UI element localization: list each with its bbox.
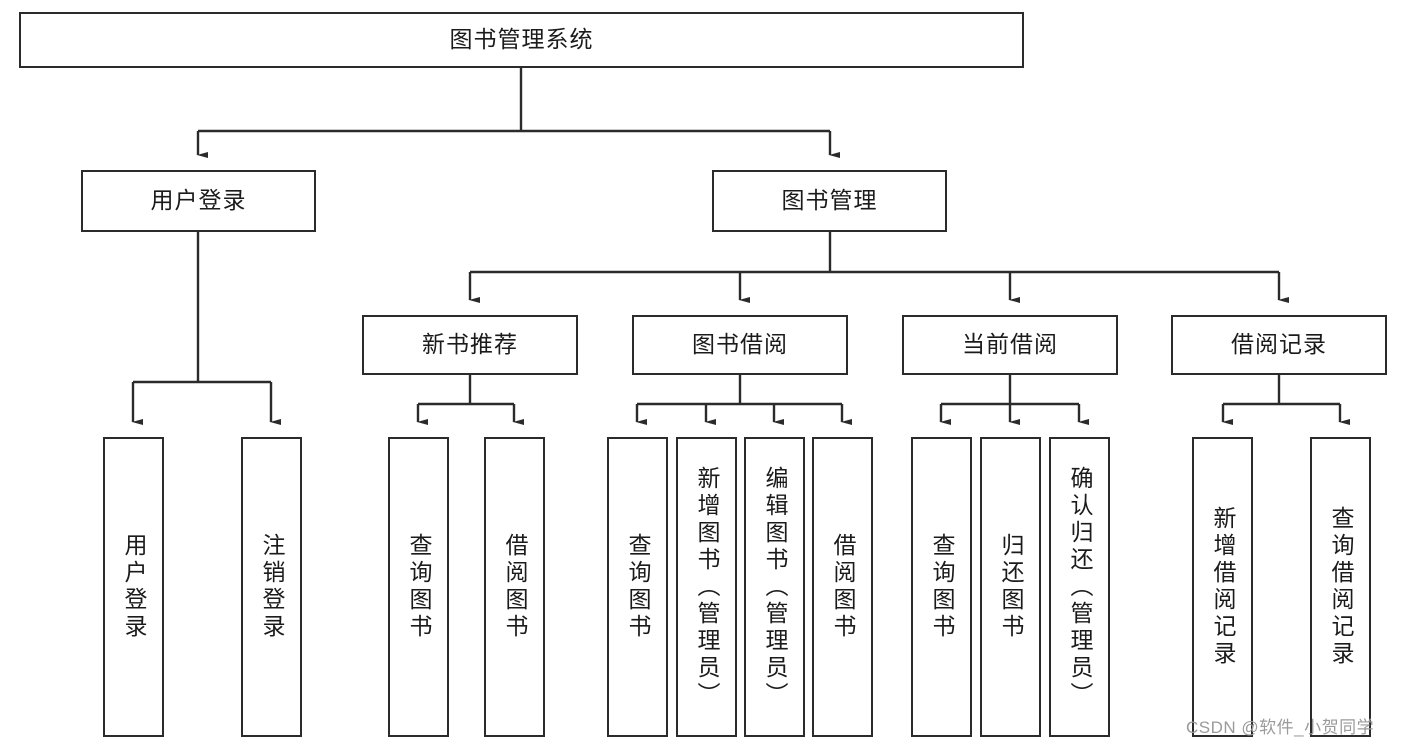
leaf-logout-login-label: 注销登录: [259, 533, 285, 641]
node-borrow-record-label: 借阅记录: [1231, 331, 1327, 358]
leaf-edit-book-label: 编辑图书（管理员）: [762, 465, 788, 709]
leaf-return-book[interactable]: 归还图书: [980, 437, 1041, 737]
leaf-add-book-label: 新增图书（管理员）: [694, 465, 720, 709]
leaf-query-book-2[interactable]: 查询图书: [607, 437, 668, 737]
leaf-query-book-1-label: 查询图书: [406, 533, 432, 641]
leaf-confirm-return[interactable]: 确认归还（管理员）: [1049, 437, 1110, 737]
leaf-query-record-label: 查询借阅记录: [1328, 506, 1354, 668]
leaf-borrow-book-1-label: 借阅图书: [502, 533, 528, 641]
leaf-query-book-1[interactable]: 查询图书: [388, 437, 449, 737]
leaf-query-book-3-label: 查询图书: [929, 533, 955, 641]
node-root[interactable]: 图书管理系统: [19, 12, 1024, 68]
leaf-borrow-book-2[interactable]: 借阅图书: [812, 437, 873, 737]
leaf-confirm-return-label: 确认归还（管理员）: [1067, 465, 1093, 709]
leaf-query-book-3[interactable]: 查询图书: [911, 437, 972, 737]
leaf-borrow-book-2-label: 借阅图书: [830, 533, 856, 641]
leaf-user-login-label: 用户登录: [121, 533, 147, 641]
node-root-label: 图书管理系统: [449, 26, 594, 53]
node-new-book-recommend[interactable]: 新书推荐: [362, 315, 578, 375]
leaf-user-login[interactable]: 用户登录: [103, 437, 164, 737]
watermark: CSDN @软件_小贺同学: [1186, 718, 1375, 737]
leaf-edit-book[interactable]: 编辑图书（管理员）: [744, 437, 805, 737]
node-book-manage[interactable]: 图书管理: [712, 170, 947, 232]
node-book-borrow-label: 图书借阅: [692, 331, 788, 358]
leaf-return-book-label: 归还图书: [998, 533, 1024, 641]
leaf-query-book-2-label: 查询图书: [625, 533, 651, 641]
node-borrow-record[interactable]: 借阅记录: [1171, 315, 1387, 375]
node-book-borrow[interactable]: 图书借阅: [632, 315, 848, 375]
leaf-add-record[interactable]: 新增借阅记录: [1192, 437, 1253, 737]
leaf-query-record[interactable]: 查询借阅记录: [1310, 437, 1371, 737]
leaf-add-record-label: 新增借阅记录: [1210, 506, 1236, 668]
leaf-borrow-book-1[interactable]: 借阅图书: [484, 437, 545, 737]
node-new-book-recommend-label: 新书推荐: [422, 331, 518, 358]
leaf-logout-login[interactable]: 注销登录: [241, 437, 302, 737]
node-user-login-label: 用户登录: [150, 187, 247, 214]
node-book-manage-label: 图书管理: [781, 187, 878, 214]
node-current-borrow-label: 当前借阅: [962, 331, 1058, 358]
leaf-add-book[interactable]: 新增图书（管理员）: [676, 437, 737, 737]
node-current-borrow[interactable]: 当前借阅: [902, 315, 1118, 375]
node-user-login[interactable]: 用户登录: [81, 170, 316, 232]
